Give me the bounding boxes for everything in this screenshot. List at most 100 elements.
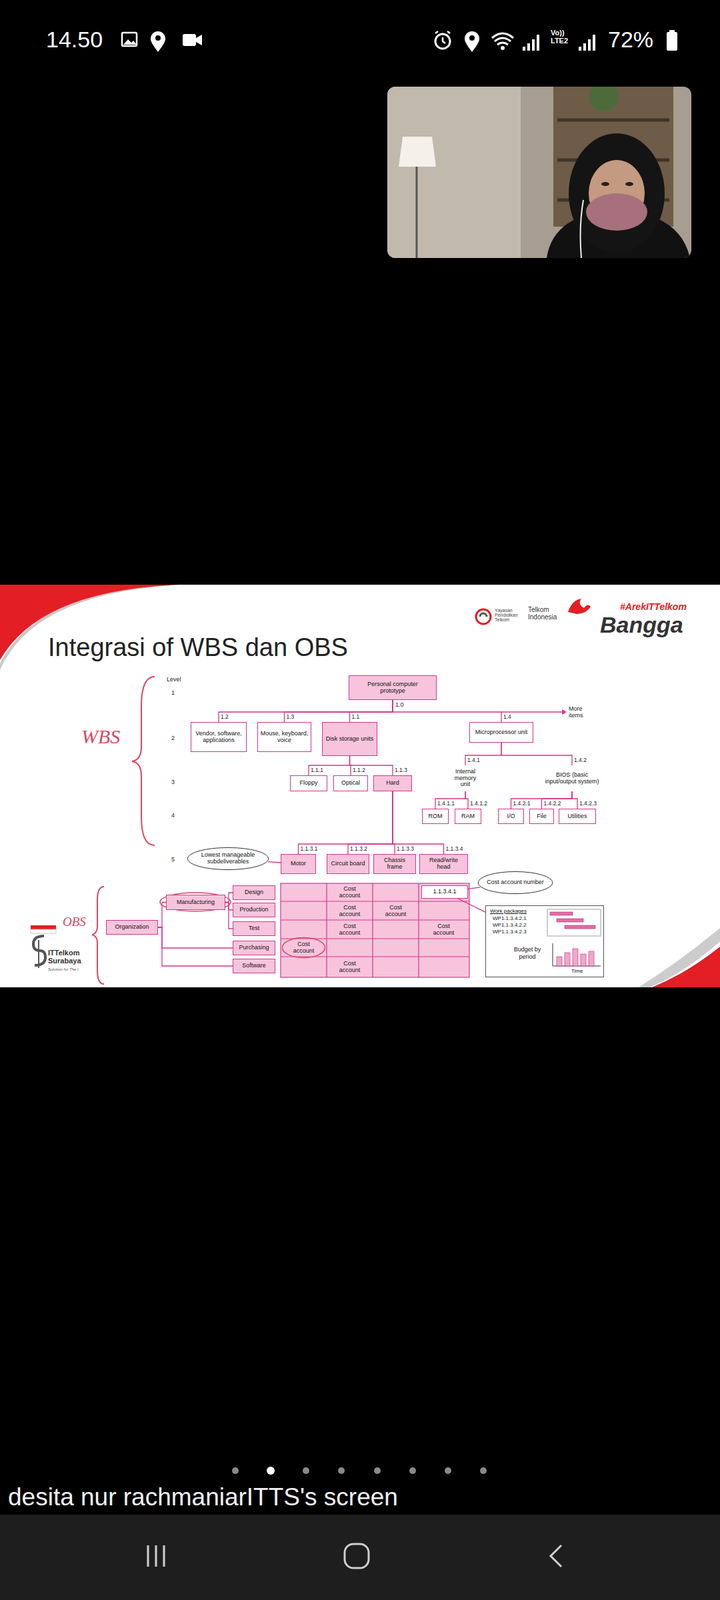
node-text: I/O [506,813,515,820]
back-button [550,1545,562,1567]
gantt-bar [556,918,584,922]
wbs-box: Circuit board [326,854,370,874]
wbs-number: 1.4.1.2 [470,800,488,807]
node-text: Cost account number [486,879,544,886]
person-eye [601,182,610,186]
wbs-number: 1.4.1.1 [437,800,455,807]
logo-text: ITTelkom Surabaya [48,949,90,965]
connector [225,902,233,930]
logo-text: Bangga [600,613,684,636]
wbs-number: 1.1 [352,713,360,720]
cost-account-cell: Cost account [287,939,320,956]
wbs-box: 1.1.3.4.1 [421,885,468,899]
page-dot [374,1467,381,1474]
node-text: Internal memory unit [450,768,481,789]
ellipse-outline [187,847,269,870]
wbs-number: 1.4 [503,713,512,720]
connector [501,742,572,766]
signal-icon [578,34,596,51]
node-text: Circuit board [330,860,365,868]
hashtag: #ArekITTelkom [620,601,687,612]
connector [268,862,281,863]
wbs-box: Purchasing [232,940,276,956]
node-text: Optical [341,780,360,787]
wbs-number: 1.1.3.4 [446,845,464,852]
node-text: File [536,813,547,820]
wbs-box: Microprocessor unit [469,722,534,743]
flag-icon [30,929,56,934]
node-text: ROM [428,813,443,820]
node-text: Production [239,906,268,914]
wbs-number: 1.1.3.2 [350,845,368,852]
cost-account-cell: Cost account [333,958,366,976]
wbs-number: 1.4.2.2 [544,800,562,807]
node-text: BIOS (basic input/output system) [543,772,601,786]
budget-bar [572,948,578,966]
node-text: Design [244,889,264,896]
wbs-brace [132,676,155,846]
nav-bar [0,1514,720,1600]
status-time: 14.50 [46,26,103,53]
location-icon [469,35,475,41]
handwritten-label: WBS [81,725,120,749]
person-scarf [568,133,665,254]
wbs-number: 1.4.2.1 [513,800,531,807]
slide-title: Integrasi of WBS dan OBS [48,633,348,663]
battery-icon [666,32,678,51]
node-text: Manufacturing [176,899,215,906]
connector [542,791,573,809]
gallery-icon [122,32,137,46]
wbs-text-node: Internal memory unit [448,765,483,792]
node-text: Cost account [381,904,410,918]
node-text: Purchasing [238,944,269,952]
work-package-box: Work packagesWP1.1.3.4.2.1WP1.1.3.4.2.2W… [485,905,604,978]
wbs-number: 1.4.2 [574,756,587,764]
node-text: Disk storage units [326,736,374,743]
lamp-shade [398,136,436,167]
wbs-box: I/O [498,808,524,824]
wbs-text-node: BIOS (basic input/output system) [541,765,603,792]
home-button [344,1544,369,1568]
wbs-box: Disk storage units [322,722,378,756]
telkom-indonesia-logo [568,598,591,614]
wbs-box: Read/write head [419,854,468,874]
node-text: Software [242,962,266,970]
connector [468,887,480,889]
page-dot [266,1466,275,1475]
wbs-box: Production [232,902,276,918]
level-number: 5 [171,856,175,863]
node-text: Floppy [299,780,318,787]
cost-account-cell: Cost account [333,921,366,938]
connector [218,700,393,722]
hand-circle [282,938,326,958]
earphone-cable [580,200,584,258]
connector [350,756,394,776]
wbs-number: 1.1.3.1 [300,845,318,852]
callout-ellipse: Lowest manageable subdeliverables [186,846,270,871]
more-items-line [501,711,564,712]
node-text: Hard [386,780,400,787]
cost-account-cell: Cost account [379,902,412,920]
video-wall [387,86,521,258]
connector [350,700,394,722]
wifi-icon [492,33,514,45]
location-icon [155,35,161,41]
wbs-number: 1.1.3 [394,766,408,774]
logo-tagline: Solution for The I [48,967,79,972]
screen-share-caption: desita nur rachmaniarITTS's screen [8,1483,398,1512]
node-text: Cost account [429,923,458,937]
wbs-box: Personal computer prototype [348,675,437,700]
person-eye [625,182,634,186]
video-icon [196,34,202,46]
connector [458,898,486,912]
location-icon [150,31,166,52]
hand-circle [160,892,231,912]
node-text: WP1.1.3.4.2.2 [492,922,527,929]
location-icon [464,31,480,52]
wbs-box: Mouse, keyboard, voice [257,722,312,752]
cost-account-cell: Cost account [427,921,460,938]
wbs-number: 1.1.2 [352,766,366,774]
slide-corner [652,946,720,988]
